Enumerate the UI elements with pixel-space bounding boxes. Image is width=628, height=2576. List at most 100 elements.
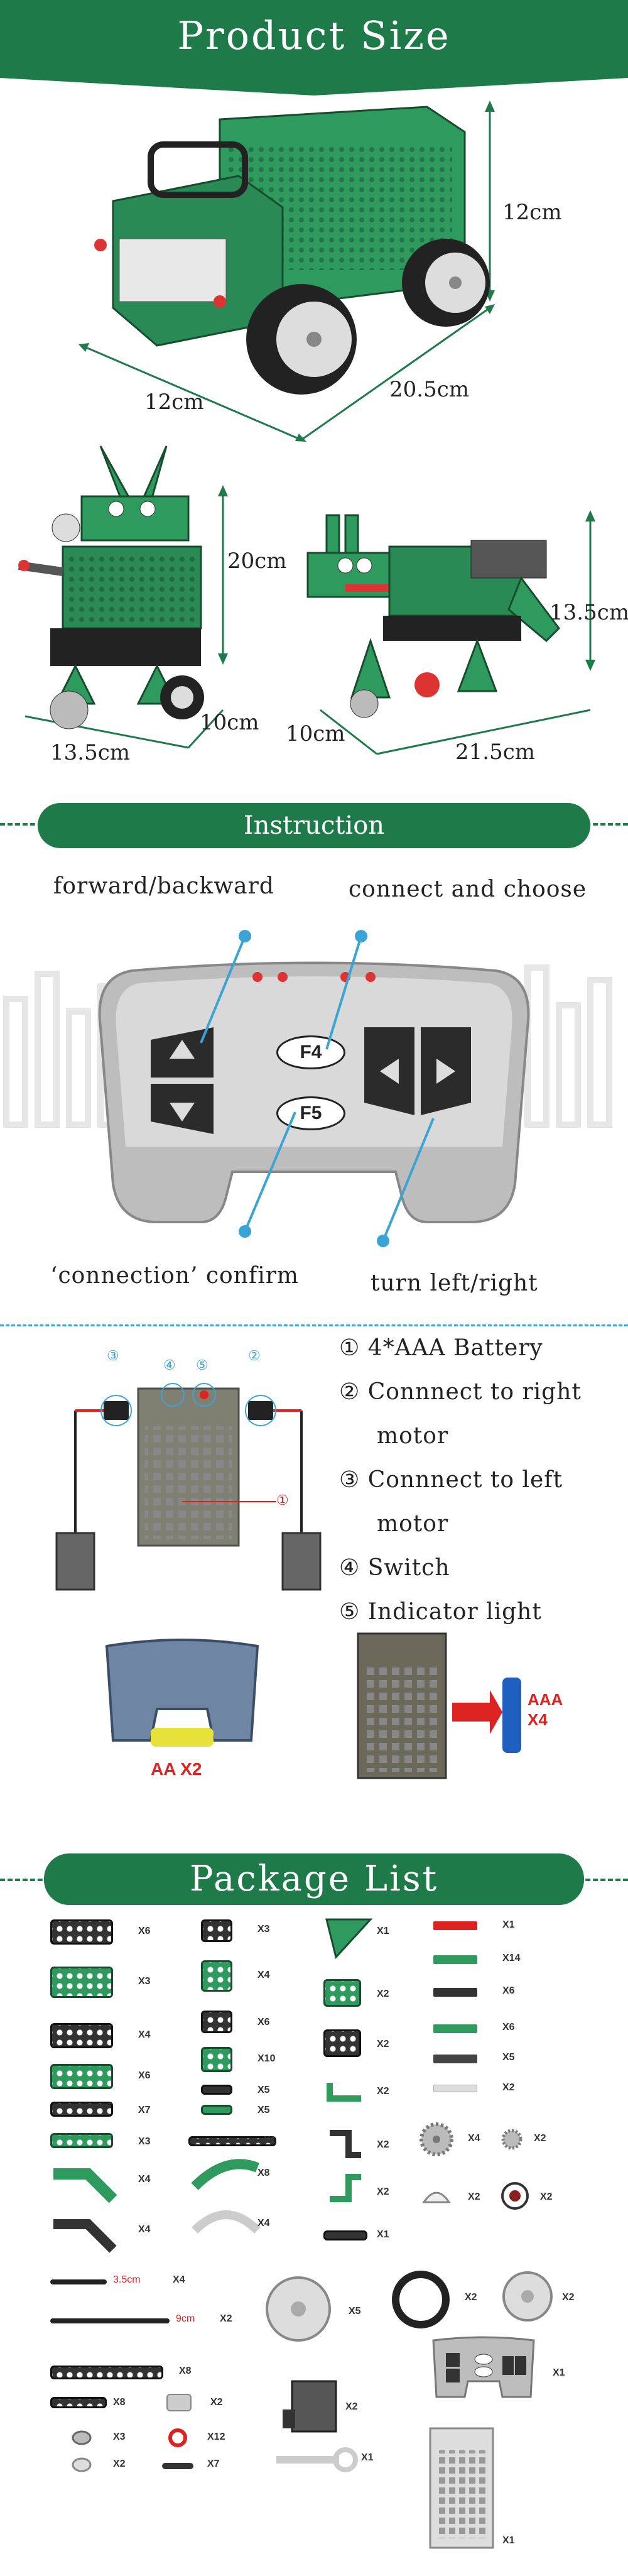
qty: X5 xyxy=(349,2306,361,2317)
qty: X2 xyxy=(345,2401,358,2412)
instruction-banner: Instruction xyxy=(38,803,590,848)
part-wheel-icon xyxy=(266,2276,331,2342)
part-beam-green xyxy=(50,2064,113,2089)
label-forward-backward: forward/backward xyxy=(53,873,274,899)
callout-lines xyxy=(200,930,435,1247)
part-axle-3-5cm xyxy=(50,2279,107,2284)
part-strip-green xyxy=(50,2133,113,2148)
qty: X2 xyxy=(562,2292,575,2303)
qty: X2 xyxy=(377,2139,389,2150)
legend-2b: motor xyxy=(377,1423,449,1449)
part-pin-icon xyxy=(162,2463,193,2469)
part-remote-icon xyxy=(432,2336,535,2398)
qty: X1 xyxy=(553,2367,565,2378)
dino-length: 21.5cm xyxy=(455,740,535,765)
package-banner: Package List xyxy=(44,1853,584,1905)
part-axle-green xyxy=(433,1955,477,1964)
robot-width: 13.5cm xyxy=(50,740,130,765)
qty: X2 xyxy=(377,2039,389,2049)
truck-width: 12cm xyxy=(144,390,204,415)
qty: X4 xyxy=(257,2218,270,2229)
part-block-black xyxy=(201,1919,232,1942)
part-axle-black xyxy=(433,1988,477,1997)
legend-2: ② Connnect to right xyxy=(339,1379,582,1405)
part-bracket-green-2 xyxy=(330,2174,361,2202)
marker-4: ④ xyxy=(163,1357,176,1373)
robot-depth: 10cm xyxy=(200,710,259,735)
qty: X3 xyxy=(138,2136,151,2147)
part-beam-black xyxy=(50,2023,113,2048)
f5-button[interactable]: F5 xyxy=(276,1096,345,1130)
qty: X7 xyxy=(207,2459,220,2469)
qty: X2 xyxy=(377,2186,389,2197)
qty: X14 xyxy=(502,1953,521,1963)
label-connection-confirm: ‘connection’ confirm xyxy=(50,1263,300,1289)
qty: X10 xyxy=(257,2053,276,2064)
label-turn-left-right: turn left/right xyxy=(371,1270,538,1296)
part-cube-green xyxy=(323,1979,361,2007)
part-arc-white xyxy=(192,2210,261,2234)
qty: X4 xyxy=(138,2224,151,2235)
part-link-black xyxy=(201,2085,232,2095)
qty: X6 xyxy=(138,1926,151,1936)
part-long-black-beam xyxy=(50,2366,163,2379)
part-bracket-green xyxy=(327,2083,361,2102)
banner-tip xyxy=(0,78,628,96)
legend-3: ③ Connnect to left xyxy=(339,1467,563,1493)
part-link-green xyxy=(201,2105,232,2115)
axle-9-label: 9cm xyxy=(176,2313,195,2324)
part-block-green xyxy=(201,1960,232,1992)
qty: X4 xyxy=(257,1970,270,1980)
qty: X5 xyxy=(257,2105,270,2115)
qty: X4 xyxy=(138,2174,151,2185)
qty: X2 xyxy=(113,2459,126,2469)
marker-3: ③ xyxy=(107,1348,119,1363)
marker-5: ⑤ xyxy=(196,1357,208,1373)
part-curved-green xyxy=(53,2168,117,2203)
gear-large-icon xyxy=(420,2122,453,2156)
robot-height: 20cm xyxy=(227,548,287,574)
qty: X1 xyxy=(377,2229,389,2240)
part-bushing-icon xyxy=(72,2430,92,2445)
part-cap-icon xyxy=(422,2191,451,2203)
qty: X7 xyxy=(138,2105,151,2115)
qty: X5 xyxy=(257,2085,270,2095)
box-battery-label-2: X4 xyxy=(528,1710,548,1729)
part-strip-black xyxy=(50,2102,113,2117)
marker-2: ② xyxy=(248,1348,261,1363)
qty: X8 xyxy=(257,2168,270,2178)
part-tire-icon xyxy=(392,2271,450,2328)
part-hub-icon xyxy=(502,2271,553,2322)
legend-1: ① 4*AAA Battery xyxy=(339,1335,543,1361)
remote-back-illustration xyxy=(105,1639,259,1747)
f4-button[interactable]: F4 xyxy=(276,1035,345,1069)
wiring-divider xyxy=(0,1324,628,1326)
truck-height: 12cm xyxy=(502,200,562,225)
part-red-ring-icon xyxy=(168,2428,187,2447)
part-axle-9cm xyxy=(50,2318,170,2323)
part-beam-black xyxy=(50,1919,113,1945)
part-bracket-black xyxy=(330,2130,361,2158)
part-axle-dark xyxy=(433,2055,477,2063)
product-size-banner: Product Size xyxy=(0,0,628,78)
package-title: Package List xyxy=(189,1858,439,1899)
qty: X1 xyxy=(502,2535,515,2546)
truck-length: 20.5cm xyxy=(389,377,469,402)
part-battery-box-icon xyxy=(429,2427,494,2549)
part-short-black-beam xyxy=(50,2397,107,2408)
qty: X1 xyxy=(502,1919,515,1930)
qty: X1 xyxy=(361,2452,374,2463)
dino-height: 13.5cm xyxy=(550,600,628,625)
part-cube-black xyxy=(323,2029,361,2057)
part-axle-red xyxy=(433,1921,477,1930)
qty: X4 xyxy=(468,2133,480,2144)
qty: X2 xyxy=(468,2191,480,2202)
part-long-beam xyxy=(188,2136,276,2146)
part-axle-white xyxy=(433,2085,477,2092)
legend-5: ⑤ Indicator light xyxy=(339,1599,542,1625)
part-arc-green xyxy=(191,2159,259,2190)
box-battery-label-1: AAA xyxy=(528,1690,563,1709)
legend-3b: motor xyxy=(377,1511,449,1537)
qty: X2 xyxy=(540,2191,553,2202)
qty: X3 xyxy=(113,2431,126,2442)
